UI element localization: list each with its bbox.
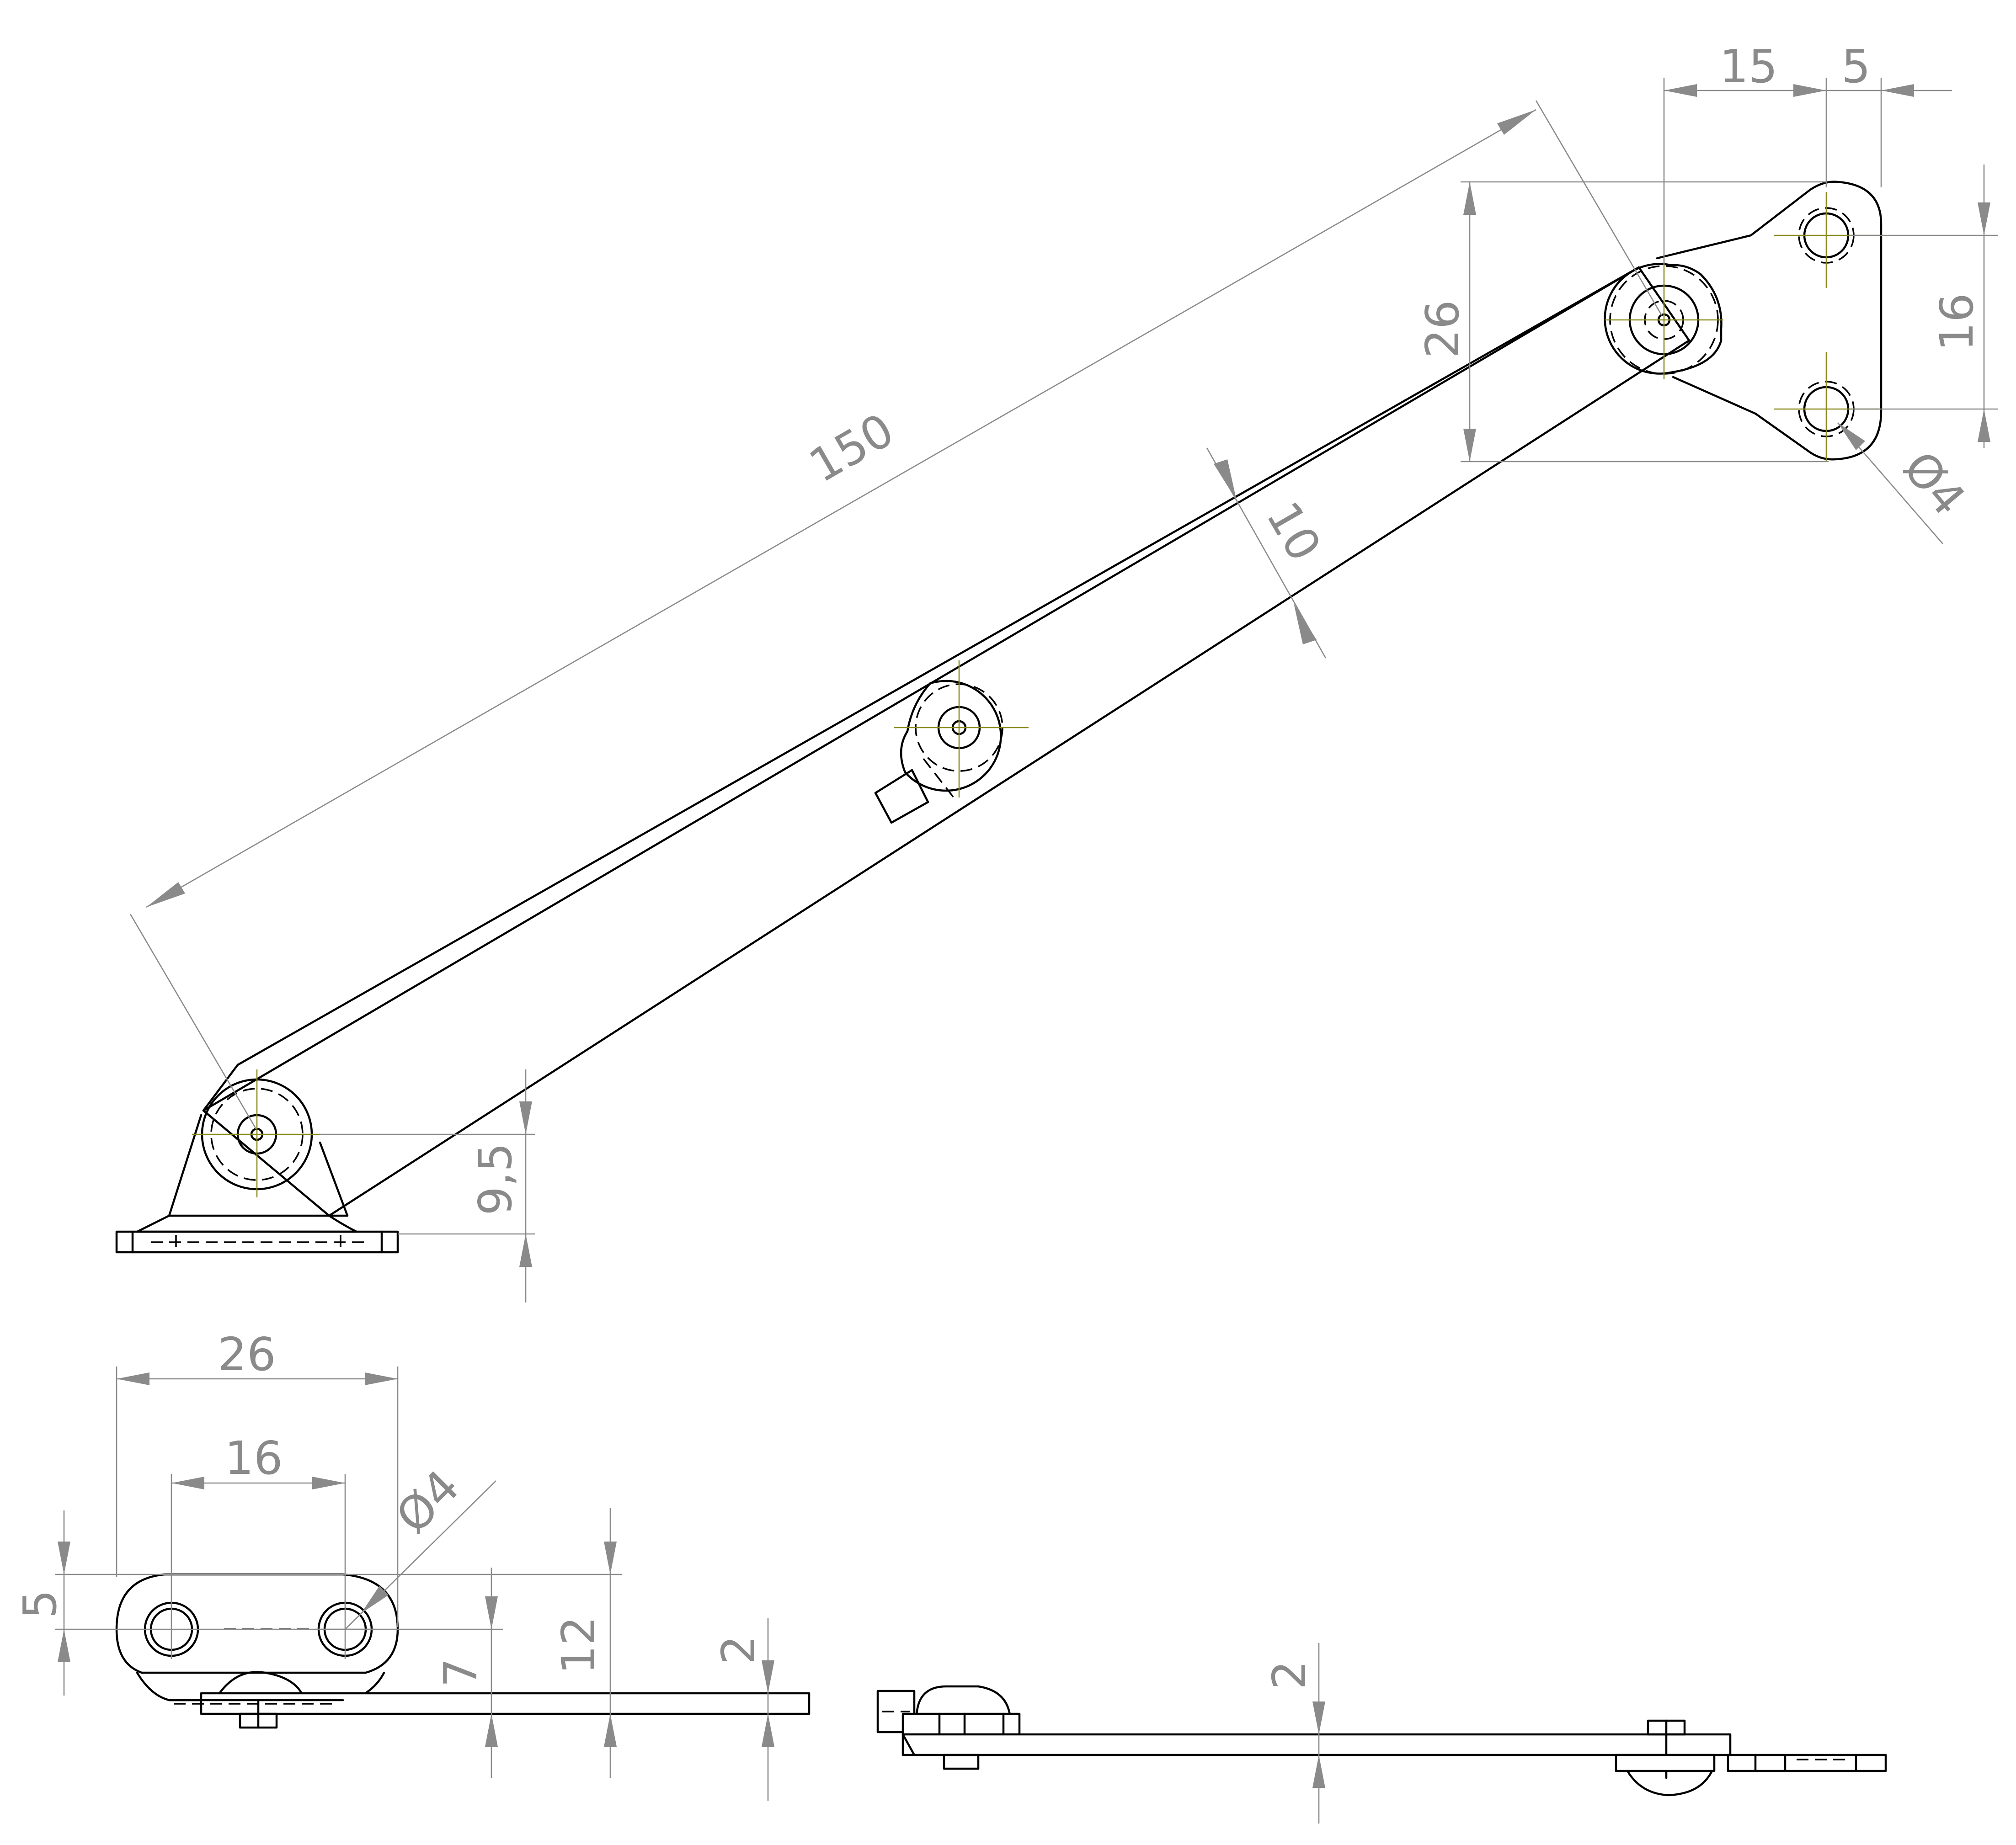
dim-hole-spacing-top: 16	[1849, 165, 1998, 448]
dim-text-5-top: 5	[1841, 40, 1871, 93]
stay-arm	[202, 266, 1691, 1217]
dim-hole-diameter-top: Ø4	[1837, 422, 1976, 544]
dim-hole-spacing-side: 16	[171, 1431, 346, 1606]
dim-bracket-offset: 15 5	[1663, 40, 1952, 265]
dim-base-edge: 5	[13, 1510, 622, 1696]
dim-pivot-height-side: 7	[201, 1568, 503, 1778]
dim-text-2-a: 2	[712, 1635, 765, 1664]
middle-joint	[874, 660, 1029, 824]
top-view: 150 10 26 15 5	[115, 40, 1998, 1303]
side-view: 26 16 Ø4 5	[13, 1328, 1887, 1824]
dim-strip-thickness-2: 2	[1263, 1643, 1325, 1824]
dim-text-5-side: 5	[13, 1590, 67, 1619]
dim-strip-thickness-1: 2	[712, 1618, 774, 1801]
dim-total-height: 12	[552, 1508, 617, 1778]
middle-joint-side	[876, 1685, 1021, 1736]
top-bracket	[1604, 181, 1883, 462]
dim-text-dia4-side: Ø4	[386, 1460, 469, 1543]
dim-text-16-top: 16	[1930, 293, 1984, 351]
dim-text-26-top: 26	[1416, 300, 1469, 358]
dim-text-12: 12	[552, 1616, 605, 1674]
dim-overall-length: 150	[129, 100, 1663, 1129]
dim-bar-width: 10	[1206, 447, 1331, 659]
dim-bracket-height: 26	[1416, 181, 1829, 463]
dim-text-150: 150	[800, 403, 903, 493]
dim-hole-diameter-side: Ø4	[345, 1460, 496, 1630]
base-plate	[115, 1573, 811, 1729]
right-end-bracket	[1615, 1719, 1887, 1797]
dim-pivot-height-top: 9,5	[320, 1069, 535, 1303]
dim-text-2-b: 2	[1263, 1660, 1316, 1690]
dim-text-16-side: 16	[224, 1431, 283, 1485]
dim-text-dia4-top: Ø4	[1893, 441, 1976, 526]
bottom-bracket	[115, 1069, 399, 1254]
dim-text-7: 7	[434, 1658, 487, 1687]
lower-strip	[901, 1733, 1732, 1770]
dim-base-width: 26	[116, 1328, 399, 1627]
dim-text-15: 15	[1719, 40, 1777, 93]
dim-text-9-5: 9,5	[469, 1143, 522, 1215]
dim-text-10: 10	[1256, 493, 1331, 570]
dim-text-26-side: 26	[218, 1328, 276, 1381]
